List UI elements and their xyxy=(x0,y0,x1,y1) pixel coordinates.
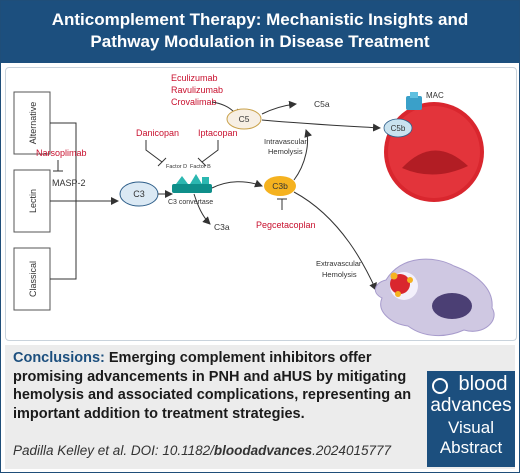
iptacopan-label: Iptacopan xyxy=(198,128,238,138)
masp2-label: MASP-2 xyxy=(52,178,86,188)
ravulizumab-label: Ravulizumab xyxy=(171,85,223,95)
citation-suffix: .2024015777 xyxy=(312,443,391,458)
c3a-arrow xyxy=(193,193,211,225)
c5a-label: C5a xyxy=(314,99,330,109)
c5b-arrow xyxy=(261,119,381,132)
c3b-label: C3b xyxy=(272,181,288,191)
citation-authors: Padilla Kelley et al. DOI: 10.1182/ xyxy=(13,443,214,458)
logo-line-abstract: Abstract xyxy=(439,438,503,457)
c5a-arrow xyxy=(261,100,297,115)
conclusion-panel: Conclusions: Emerging complement inhibit… xyxy=(5,345,515,469)
extravascular-label-2: Hemolysis xyxy=(322,270,357,279)
pathway-lectin-label: Lectin xyxy=(28,189,38,213)
logo-line-blood: blood xyxy=(458,373,508,395)
conclusion-body: Emerging complement inhibitors offer pro… xyxy=(13,350,412,422)
narsoplimab-inhibition xyxy=(53,160,63,172)
factor-d-label: Factor D xyxy=(166,164,187,170)
factor-b-label: Factor B xyxy=(190,164,211,170)
c5b-node xyxy=(383,118,413,138)
mac-pore xyxy=(406,92,422,110)
pathway-classical: Classical xyxy=(13,247,51,311)
logo-line-visual: Visual xyxy=(448,418,494,437)
pathway-alternative: Alternative xyxy=(13,91,51,155)
c5-node xyxy=(226,108,262,130)
conclusion-text-block: Conclusions: Emerging complement inhibit… xyxy=(13,349,413,423)
intravascular-label-2: Hemolysis xyxy=(268,147,303,156)
c3-convertase-label: C3 convertase xyxy=(168,199,213,206)
drop-icon xyxy=(432,378,448,394)
c3-label: C3 xyxy=(133,189,145,199)
pegcetacoplan-inhibition xyxy=(277,198,287,210)
logo-line-advances: advances xyxy=(430,395,512,416)
factor-inhibition-lines xyxy=(145,140,219,167)
mac-label: MAC xyxy=(426,91,444,100)
c3-convertase-shape xyxy=(172,174,212,193)
eculizumab-label: Eculizumab xyxy=(171,73,218,83)
pegcetacoplan-label: Pegcetacoplan xyxy=(256,220,316,230)
red-blood-cell xyxy=(384,102,484,202)
crovalimab-label: Crovalimab xyxy=(171,97,217,107)
extravascular-label-1: Extravascular xyxy=(316,259,362,268)
c5-label: C5 xyxy=(239,114,250,124)
conclusion-label: Conclusions: xyxy=(13,350,105,366)
danicopan-label: Danicopan xyxy=(136,128,179,138)
title-line-1: Anticomplement Therapy: Mechanistic Insi… xyxy=(51,10,469,29)
diagram-panel: Alternative Lectin Classical Narsoplimab xyxy=(5,67,517,341)
c3b-to-extravascular-arrow xyxy=(293,191,377,291)
c3a-label: C3a xyxy=(214,222,230,232)
blood-advances-logo: blood advances Visual Abstract xyxy=(427,371,515,467)
complement-pathway-diagram: Alternative Lectin Classical Narsoplimab xyxy=(13,73,495,336)
c3b-to-c5-arrow xyxy=(293,129,313,181)
pathway-alternative-label: Alternative xyxy=(28,102,38,145)
citation: Padilla Kelley et al. DOI: 10.1182/blood… xyxy=(13,443,391,458)
pathway-connectors xyxy=(50,122,119,280)
c3b-arrow xyxy=(211,179,263,189)
pathway-classical-label: Classical xyxy=(28,261,38,297)
narsoplimab-label: Narsoplimab xyxy=(36,148,87,158)
c5b-label: C5b xyxy=(391,124,406,133)
c3b-node xyxy=(264,176,296,196)
pathway-lectin: Lectin xyxy=(13,169,51,233)
title-bar: Anticomplement Therapy: Mechanistic Insi… xyxy=(1,1,519,63)
intravascular-label-1: Intravascular xyxy=(264,137,307,146)
title-line-2: Pathway Modulation in Disease Treatment xyxy=(90,32,430,51)
macrophage xyxy=(374,258,495,336)
citation-journal: bloodadvances xyxy=(213,443,313,458)
